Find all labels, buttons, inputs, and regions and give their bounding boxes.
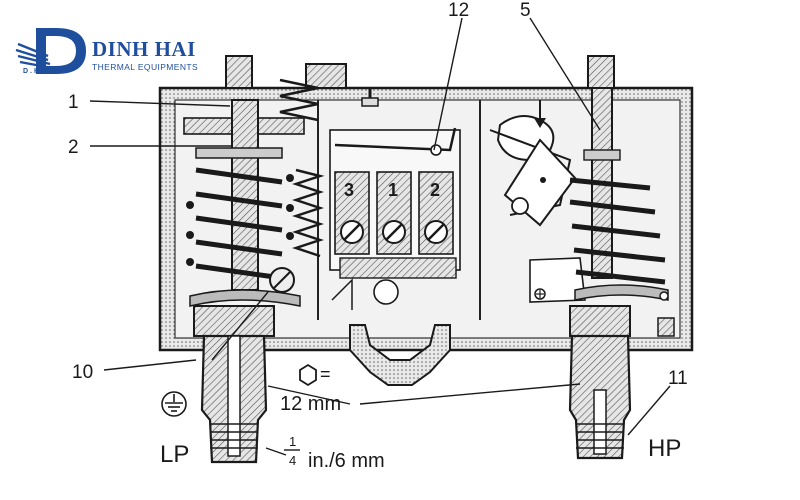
contact-block [329, 127, 461, 310]
screw-terminal-3 [340, 220, 364, 244]
ground-icon [161, 391, 187, 417]
callout-11: 11 [668, 368, 688, 389]
screw-terminal-2 [424, 220, 448, 244]
contact-label-2: 2 [430, 180, 440, 200]
thread-fraction-numerator: 1 [289, 434, 296, 449]
high-pressure-label: HP [648, 435, 681, 462]
contact-label-1: 1 [388, 180, 398, 200]
thread-size-label: in./6 mm [308, 450, 385, 472]
callout-12: 12 [448, 0, 469, 21]
brand-name: DINH HAI [92, 37, 196, 61]
callout-1: 1 [68, 92, 79, 113]
hp-connector [568, 305, 632, 460]
thread-fraction-denominator: 4 [289, 453, 296, 468]
contact-label-3: 3 [344, 180, 354, 200]
lp-connector [193, 305, 275, 464]
brand-subtitle: THERMAL EQUIPMENTS [92, 62, 199, 72]
callout-5: 5 [520, 0, 531, 21]
wrench-size-label: 12 mm [280, 393, 341, 415]
leader-lines [89, 17, 671, 456]
left-spring-assembly [183, 78, 325, 307]
top-bolts [225, 55, 615, 107]
hex-equals: = [320, 364, 331, 384]
callout-10: 10 [72, 362, 93, 383]
brand-logo-icon [15, 28, 86, 74]
callout-2: 2 [68, 137, 79, 158]
brand-logo [8, 22, 218, 92]
screw-terminal-1 [382, 220, 406, 244]
low-pressure-label: LP [160, 441, 189, 468]
bottom-cover [349, 324, 451, 386]
brand-initials: D.H.E [23, 68, 52, 75]
right-mechanism [489, 87, 675, 337]
hex-nut-icon [299, 363, 317, 387]
